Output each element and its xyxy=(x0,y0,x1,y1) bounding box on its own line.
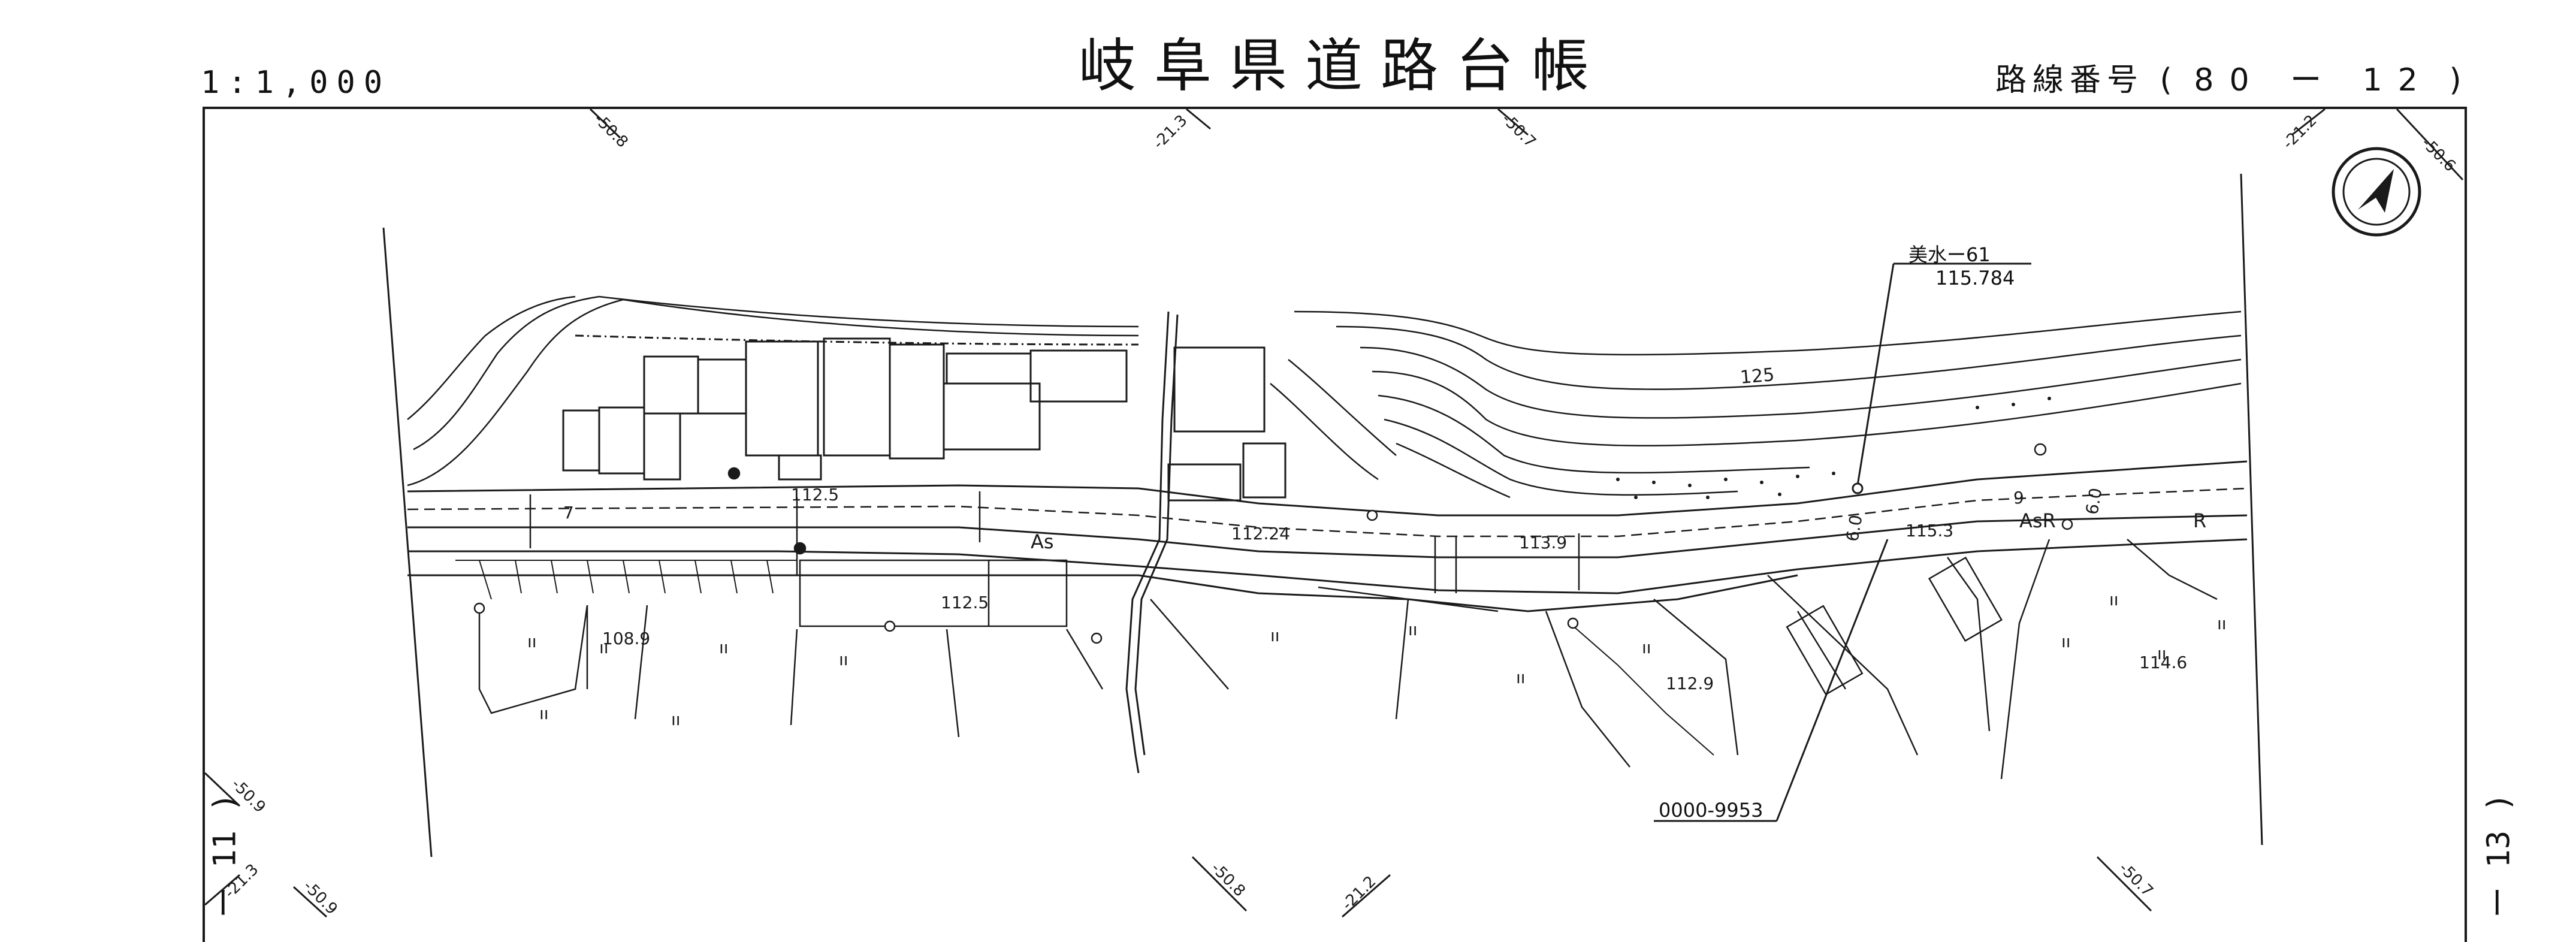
elevation-label: 112.5 xyxy=(941,593,989,612)
grid-tick-label: -21.2 xyxy=(1339,872,1380,914)
benchmark-name: 美水ー61 xyxy=(1908,243,1991,266)
svg-text:ıı: ıı xyxy=(1270,626,1280,645)
grid-tick-label: -50.8 xyxy=(590,110,632,152)
road-centerline xyxy=(407,487,2248,538)
map-scale: 1:1,000 xyxy=(201,65,391,101)
benchmark-elevation: 115.784 xyxy=(1935,267,2015,289)
north-arrow-icon xyxy=(2332,147,2421,237)
road-edges xyxy=(407,460,2248,612)
road-surface-label: As xyxy=(1031,530,1054,553)
svg-text:ıı: ıı xyxy=(527,632,537,651)
width-arrows xyxy=(529,491,1580,593)
utility-markers xyxy=(473,443,2073,644)
stream xyxy=(1125,311,1179,774)
retaining-wall xyxy=(455,560,1714,756)
grid-tick-label: -50.7 xyxy=(2115,859,2157,901)
map-frame xyxy=(203,107,2467,942)
grid-ticks xyxy=(204,108,2464,918)
grid-tick-label: -21.3 xyxy=(221,861,262,902)
elevation-labels: 112.5 112.24 113.9 112.5 108.9 112.9 115… xyxy=(602,485,2187,693)
route-label: 路線番号 xyxy=(1995,62,2145,98)
svg-text:ıı: ıı xyxy=(2109,590,2119,609)
elevation-label: 112.24 xyxy=(1231,524,1290,544)
contour-lines xyxy=(1270,310,2242,499)
lane-width-label: 6.0 xyxy=(2082,487,2106,517)
lane-width-labels: 7 9 6.0 6.0 xyxy=(563,487,2106,544)
svg-text:ıı: ıı xyxy=(1642,638,1651,657)
lane-width-label: 9 xyxy=(2013,488,2024,508)
road-surface-labels: As AsR R xyxy=(1031,509,2206,553)
svg-text:ıı: ıı xyxy=(2217,614,2227,633)
south-parcels xyxy=(478,539,2218,780)
svg-text:ıı: ıı xyxy=(599,638,609,657)
svg-text:ıı: ıı xyxy=(539,704,549,723)
page-title: 岐阜県道路台帳 xyxy=(1079,32,1607,99)
elevation-label: 114.6 xyxy=(2139,653,2187,672)
parcel-leader xyxy=(1654,539,1889,822)
contour-label-group: 125 xyxy=(1740,364,1775,388)
embankment-dots xyxy=(1616,397,2051,499)
map-extent xyxy=(382,173,2263,858)
route-close-paren: ) xyxy=(2449,62,2468,98)
vegetation-symbols: ıı ıı ıı ıı ıı ıı ıı ıı ıı ıı ıı ıı ıı ıı xyxy=(527,590,2227,729)
left-contours xyxy=(407,295,1139,487)
svg-text:ıı: ıı xyxy=(839,650,848,669)
elevation-label: 108.9 xyxy=(602,629,650,648)
route-open-paren: ( xyxy=(2160,62,2178,98)
grid-tick-label: -50.9 xyxy=(228,775,269,817)
lane-width-label: 7 xyxy=(563,503,574,523)
grid-tick-labels: -50.8 -21.3 -50.7 -21.2 -50.6 -50.9 -21.… xyxy=(221,110,2459,919)
buildings-north xyxy=(562,337,1287,502)
svg-text:ıı: ıı xyxy=(2061,632,2071,651)
elevation-label: 115.3 xyxy=(1905,521,1953,541)
route-number: 路線番号 ( 80 ー 12 ) xyxy=(1995,65,2468,96)
elevation-label: 112.9 xyxy=(1666,674,1714,693)
elevation-label: 112.5 xyxy=(791,485,839,505)
grid-tick-label: -50.7 xyxy=(1498,110,1539,152)
contour-label: 125 xyxy=(1740,364,1775,388)
svg-text:ıı: ıı xyxy=(1408,620,1418,639)
svg-text:ıı: ıı xyxy=(1516,668,1526,687)
svg-text:ıı: ıı xyxy=(671,709,681,729)
elevation-label: 113.9 xyxy=(1519,533,1567,552)
road-surface-label: AsR xyxy=(2019,509,2056,532)
benchmark-leader xyxy=(1852,262,2031,494)
grid-tick-label: -50.8 xyxy=(1207,859,1249,901)
road-surface-label: R xyxy=(2193,509,2206,532)
property-line xyxy=(575,334,1139,346)
svg-text:ıı: ıı xyxy=(2157,644,2167,663)
svg-text:ıı: ıı xyxy=(719,638,729,657)
grid-tick-label: -21.3 xyxy=(1150,111,1191,153)
route-number-value: 80 ー 12 xyxy=(2194,62,2433,98)
lane-width-label: 6.0 xyxy=(1842,514,1866,544)
parcel-id: 0000-9953 xyxy=(1659,799,1763,822)
